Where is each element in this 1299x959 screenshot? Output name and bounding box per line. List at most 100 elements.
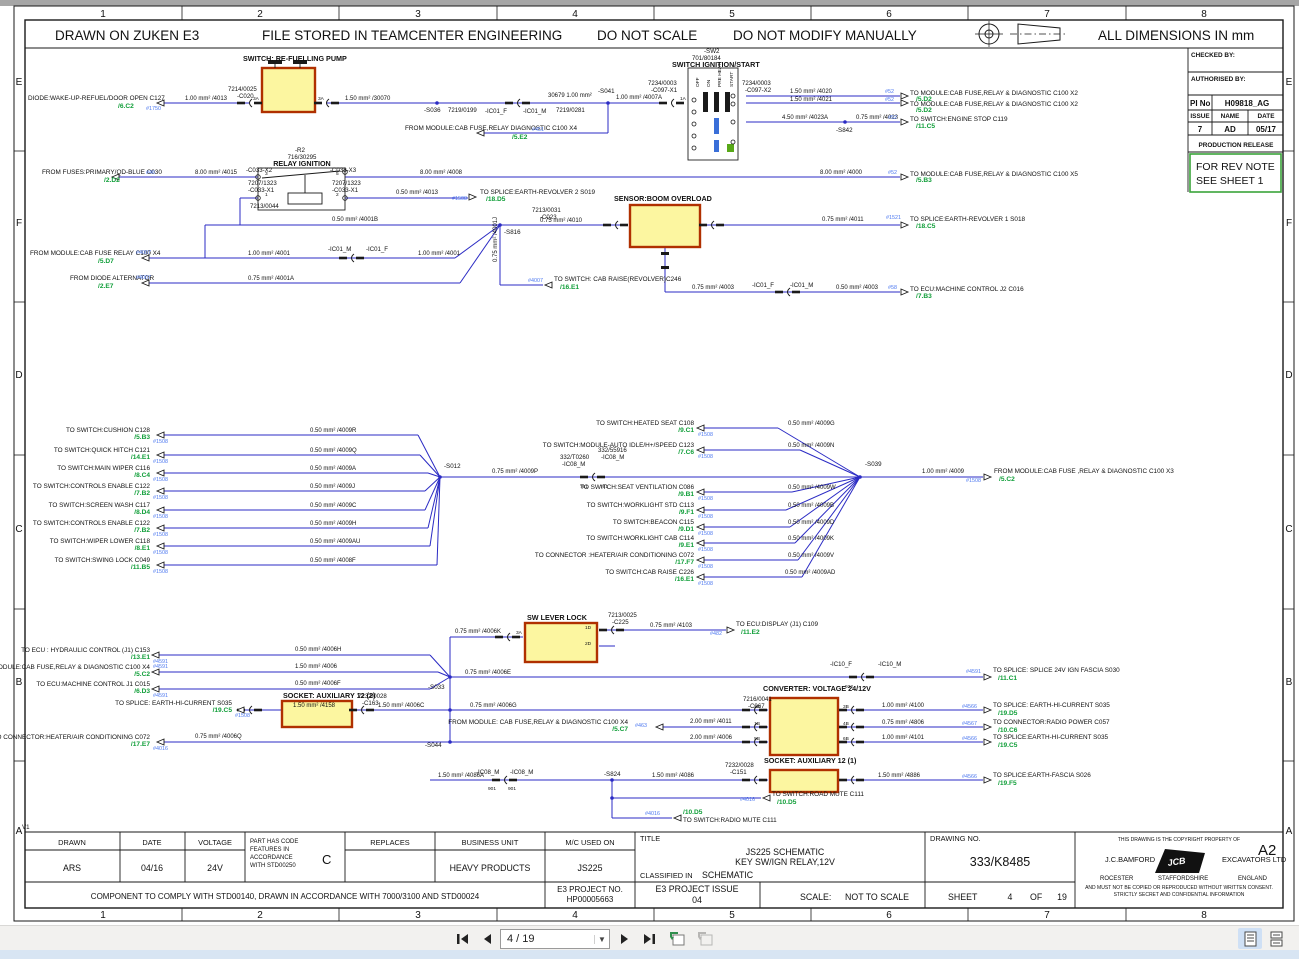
line bbox=[261, 170, 341, 179]
label: TO SWITCH:CAB RAISE C226 bbox=[605, 569, 694, 576]
label: #4591 bbox=[153, 659, 168, 665]
label: #1508 bbox=[153, 495, 168, 501]
wire-endpoint-arrow-icon bbox=[726, 626, 736, 634]
terminal bbox=[255, 195, 261, 201]
wire-endpoint-arrow-icon bbox=[695, 523, 705, 531]
label: 1.00 mm² /4013 bbox=[185, 96, 228, 102]
label: -S036 bbox=[424, 107, 441, 114]
label: /5.E2 bbox=[512, 134, 528, 141]
label: 8.00 mm² /4008 bbox=[420, 170, 463, 176]
first-page-button[interactable] bbox=[452, 928, 474, 949]
terminal bbox=[691, 145, 697, 151]
label: E bbox=[1286, 77, 1293, 88]
label: A bbox=[1286, 826, 1293, 837]
label: 0.50 mm² /4009C bbox=[310, 503, 357, 509]
socket-auxiliary-12-2-box bbox=[280, 699, 354, 729]
label: TO SPLICE:EARTH-REVOLVER 1 S018 bbox=[910, 216, 1026, 223]
label: -C023 bbox=[540, 214, 557, 221]
label: DO NOT SCALE bbox=[597, 28, 697, 43]
label: 24V bbox=[207, 863, 223, 873]
label: 333/K8485 bbox=[970, 855, 1031, 869]
label: TO SWITCH:QUICK HITCH C121 bbox=[54, 447, 151, 454]
wire bbox=[459, 224, 501, 284]
label: 3B bbox=[843, 704, 849, 710]
label: 2 bbox=[257, 910, 263, 921]
label: AND MUST NOT BE COPIED OR REPRODUCED WIT… bbox=[1085, 885, 1273, 891]
label: TO SPLICE:EARTH-FASCIA S026 bbox=[993, 772, 1091, 779]
label: /9.F1 bbox=[679, 509, 694, 516]
label: 8 bbox=[1201, 910, 1207, 921]
label: DRAWING NO. bbox=[930, 834, 981, 843]
label: /11.C5 bbox=[916, 123, 935, 130]
label: TO SWITCH:WIPER LOWER C118 bbox=[50, 538, 151, 545]
label: C bbox=[322, 852, 331, 867]
label: EXCAVATORS LTD bbox=[1222, 855, 1286, 864]
wire-endpoint-arrow-icon bbox=[695, 556, 705, 564]
wire-endpoint-arrow-icon bbox=[235, 706, 245, 714]
label: PRODUCTION RELEASE bbox=[1199, 142, 1275, 149]
label: STRICTLY SECRET AND CONFIDENTIAL INFORMA… bbox=[1114, 892, 1245, 898]
label: /16.E1 bbox=[560, 284, 579, 291]
top-gray-strip bbox=[0, 0, 1299, 6]
label: NOT TO SCALE bbox=[845, 892, 909, 902]
label: 0.50 mm² /4006F bbox=[295, 681, 341, 687]
wire-endpoint-arrow-icon bbox=[983, 473, 993, 481]
label: #451 bbox=[532, 127, 544, 133]
connector-symbol bbox=[851, 722, 855, 732]
label: #52 bbox=[888, 115, 897, 121]
connector-symbol bbox=[671, 98, 675, 108]
page-number-dropdown[interactable]: 4 / 19 ▼ bbox=[500, 929, 610, 949]
label: 1.50 mm² /4021 bbox=[790, 97, 833, 103]
label: /5.B3 bbox=[134, 434, 150, 441]
junction-dot bbox=[610, 796, 614, 800]
wire bbox=[797, 476, 861, 561]
label: #4016 bbox=[740, 797, 755, 803]
terminal bbox=[691, 97, 697, 103]
wire bbox=[429, 476, 441, 547]
label: #1508 bbox=[698, 432, 713, 438]
label: /13.E1 bbox=[131, 654, 150, 661]
label: -S842 bbox=[836, 127, 853, 134]
label: E bbox=[16, 77, 23, 88]
single-page-view-button[interactable] bbox=[1238, 928, 1262, 949]
next-page-button[interactable] bbox=[614, 928, 636, 949]
schematic-junctions bbox=[435, 101, 862, 800]
label: V1 bbox=[22, 824, 30, 831]
label: #4591 bbox=[153, 693, 168, 699]
label: /10.C6 bbox=[998, 727, 1018, 734]
switch-refuelling-pump-box bbox=[260, 66, 317, 114]
label: #1508 bbox=[153, 459, 168, 465]
label: /7.B2 bbox=[134, 527, 150, 534]
label: 1B bbox=[754, 721, 760, 727]
previous-view-button[interactable] bbox=[666, 928, 688, 949]
last-page-button[interactable] bbox=[638, 928, 660, 949]
wire-endpoint-arrow-icon bbox=[155, 99, 165, 107]
next-view-button[interactable] bbox=[694, 928, 716, 949]
label: /16.E1 bbox=[675, 576, 694, 583]
schematic-wires bbox=[115, 95, 983, 819]
wire-endpoint-arrow-icon bbox=[543, 281, 553, 289]
label: 3 bbox=[415, 9, 421, 20]
label: 4 bbox=[572, 910, 578, 921]
label: -S033 bbox=[428, 684, 445, 691]
connector-symbol bbox=[249, 98, 253, 108]
continuous-view-button[interactable] bbox=[1264, 928, 1288, 949]
label: -C097-X1 bbox=[651, 87, 678, 94]
label: -IC08_M bbox=[476, 769, 499, 776]
label: 1.00 mm² /4007A bbox=[616, 95, 662, 101]
label: TO SPLICE: SPLICE 24V IGN FASCIA S030 bbox=[993, 667, 1120, 674]
label: 7213/0025 bbox=[608, 612, 637, 619]
component-detail bbox=[661, 252, 669, 255]
label: -IC01_F bbox=[366, 246, 388, 253]
terminal bbox=[730, 101, 736, 107]
label: 761 bbox=[580, 484, 588, 490]
component-detail bbox=[293, 60, 307, 64]
connector-symbol bbox=[249, 705, 253, 715]
wire bbox=[791, 476, 861, 493]
label: ROCESTER bbox=[1100, 876, 1134, 882]
chevron-down-icon: ▼ bbox=[594, 934, 609, 944]
label: -C033-X1 bbox=[332, 187, 359, 194]
previous-page-button[interactable] bbox=[476, 928, 498, 949]
label: 0.75 mm² /4006Q bbox=[195, 734, 242, 740]
